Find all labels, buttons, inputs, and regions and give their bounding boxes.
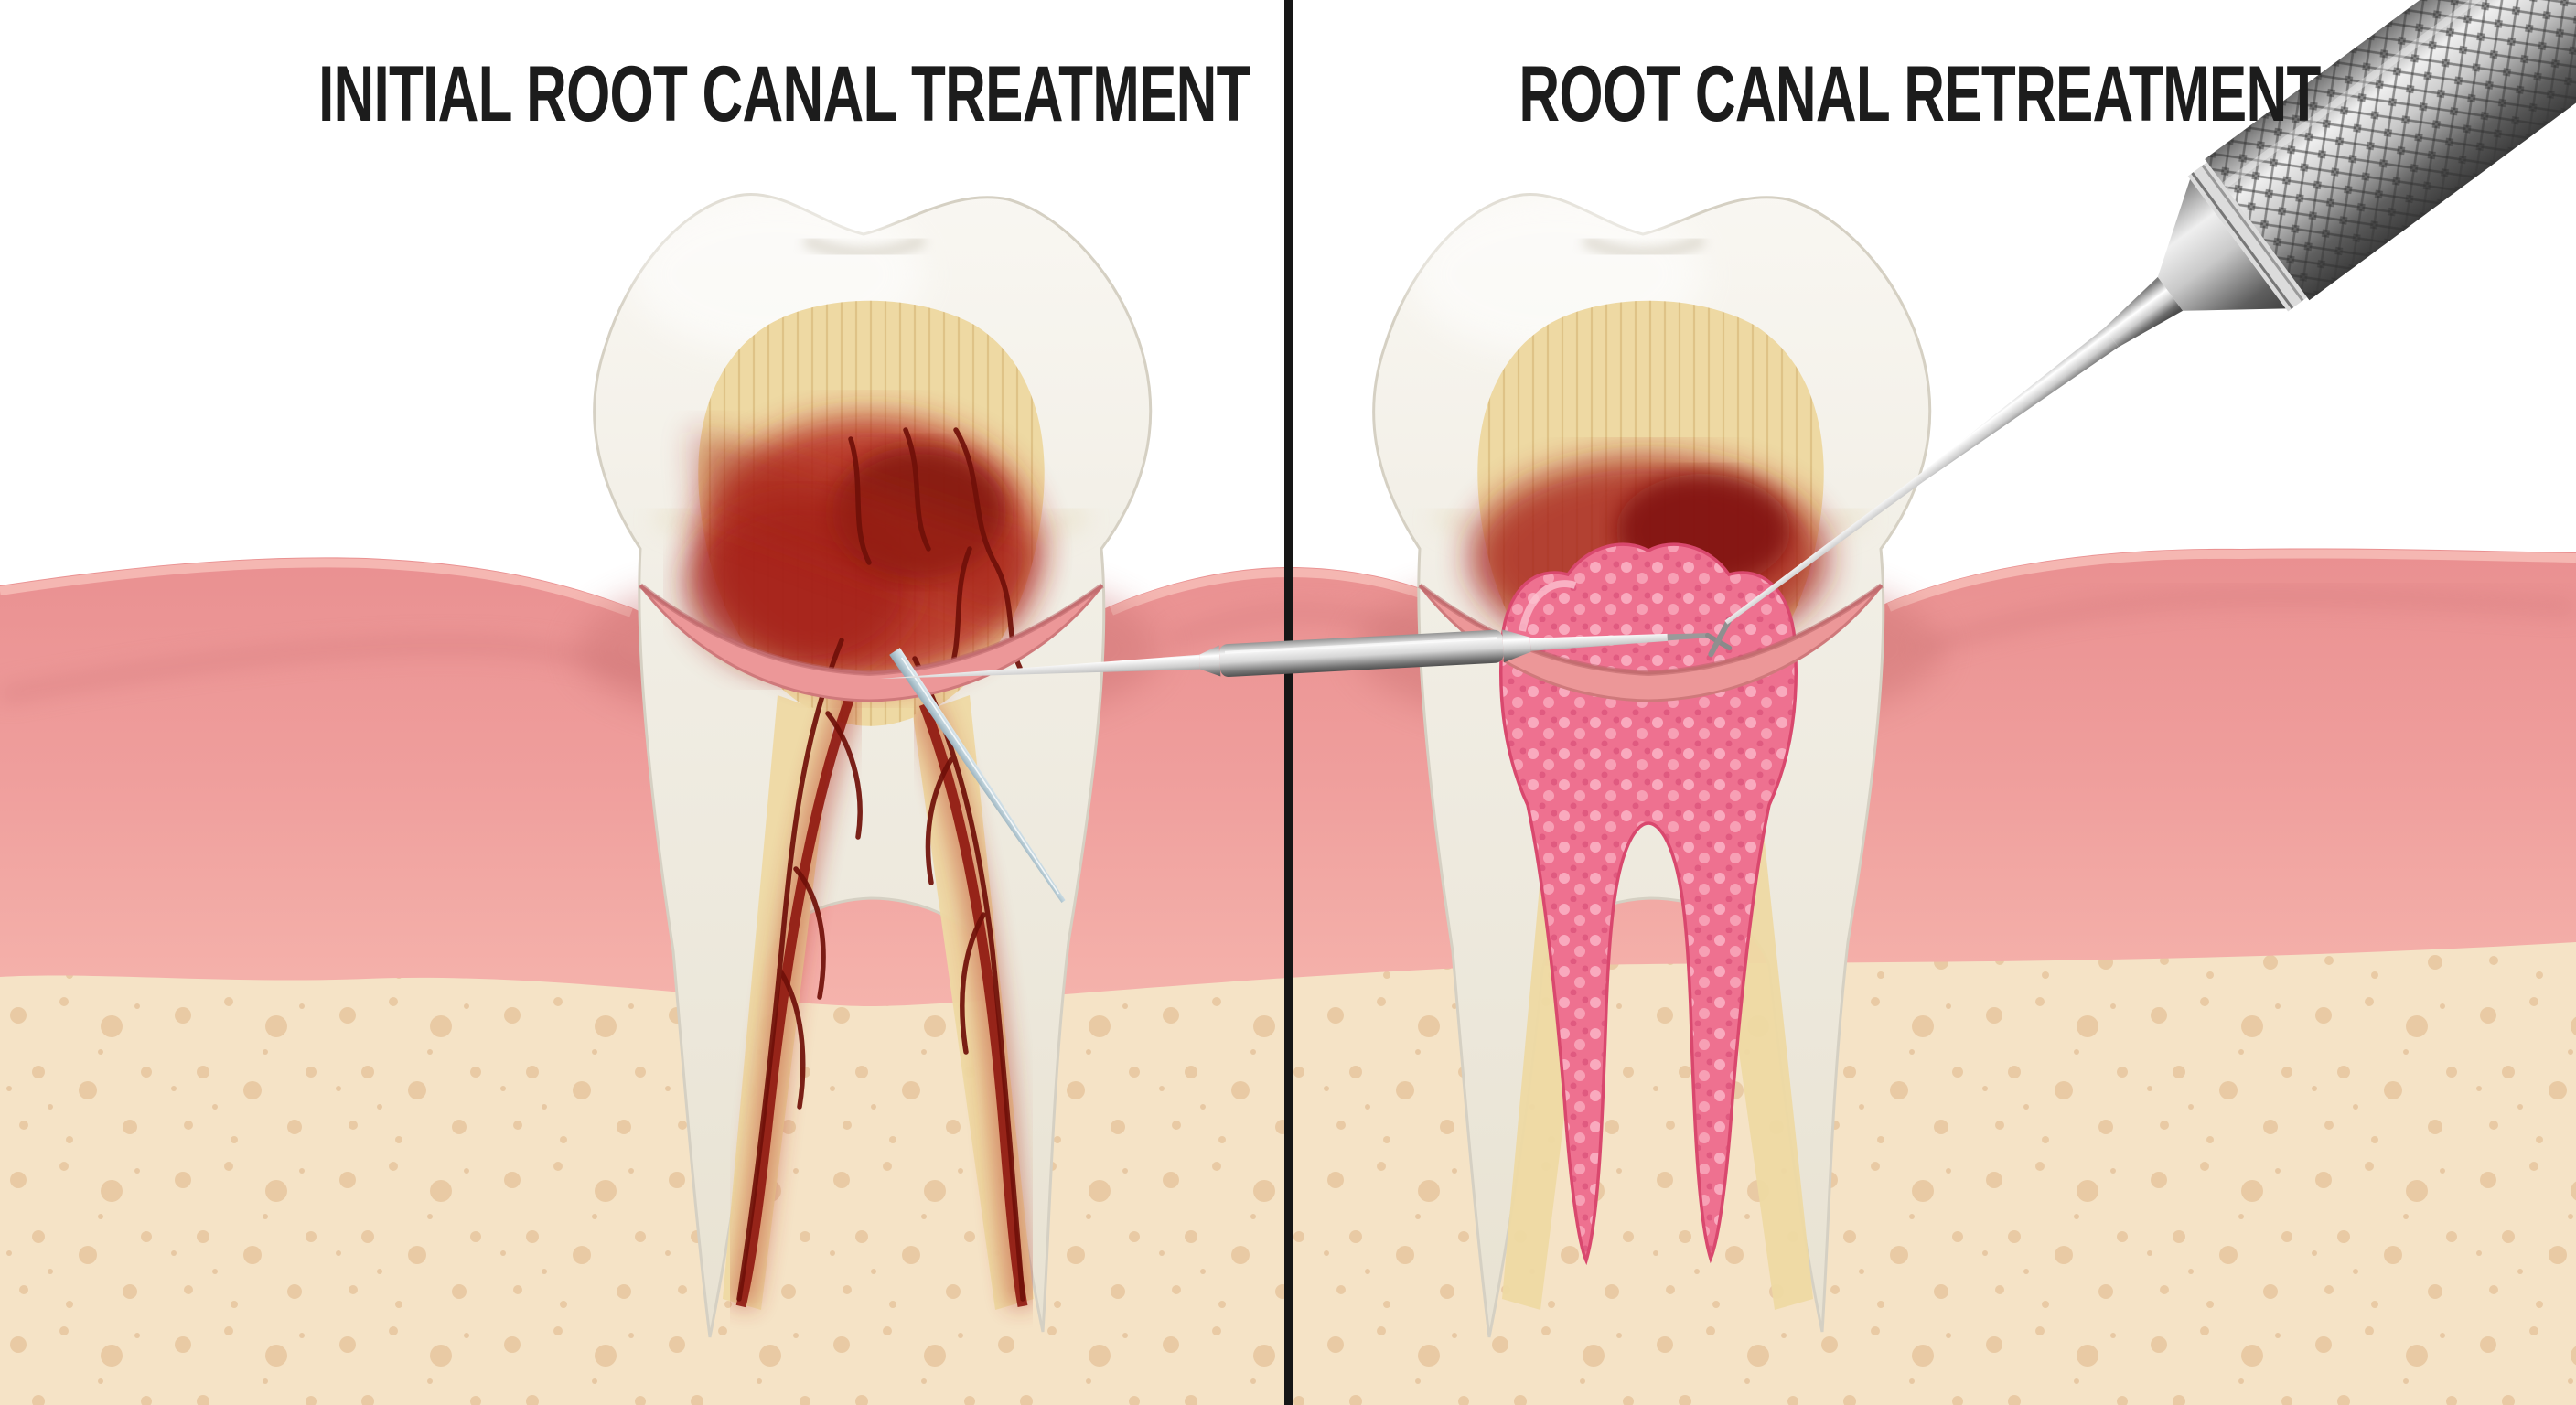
- left-panel-title-text: INITIAL ROOT CANAL TREATMENT: [318, 50, 1250, 138]
- left-infected-pulp: [686, 416, 1043, 1310]
- right-panel-title-text: ROOT CANAL RETREATMENT: [1519, 50, 2321, 138]
- right-pink-filling: [1499, 542, 1798, 1266]
- endodontic-file-horizontal: [880, 629, 1733, 679]
- left-tooth-infected: [593, 192, 1153, 1338]
- canal-file-in-left-tooth: [889, 648, 1066, 903]
- right-tooth-retreated: [1372, 192, 1932, 1338]
- dental-explorer-handle: [1708, 0, 2576, 658]
- left-panel-title: INITIAL ROOT CANAL TREATMENT: [137, 50, 1290, 138]
- panel-divider-line: [1284, 0, 1293, 1405]
- right-panel-title: ROOT CANAL RETREATMENT: [1363, 50, 2433, 138]
